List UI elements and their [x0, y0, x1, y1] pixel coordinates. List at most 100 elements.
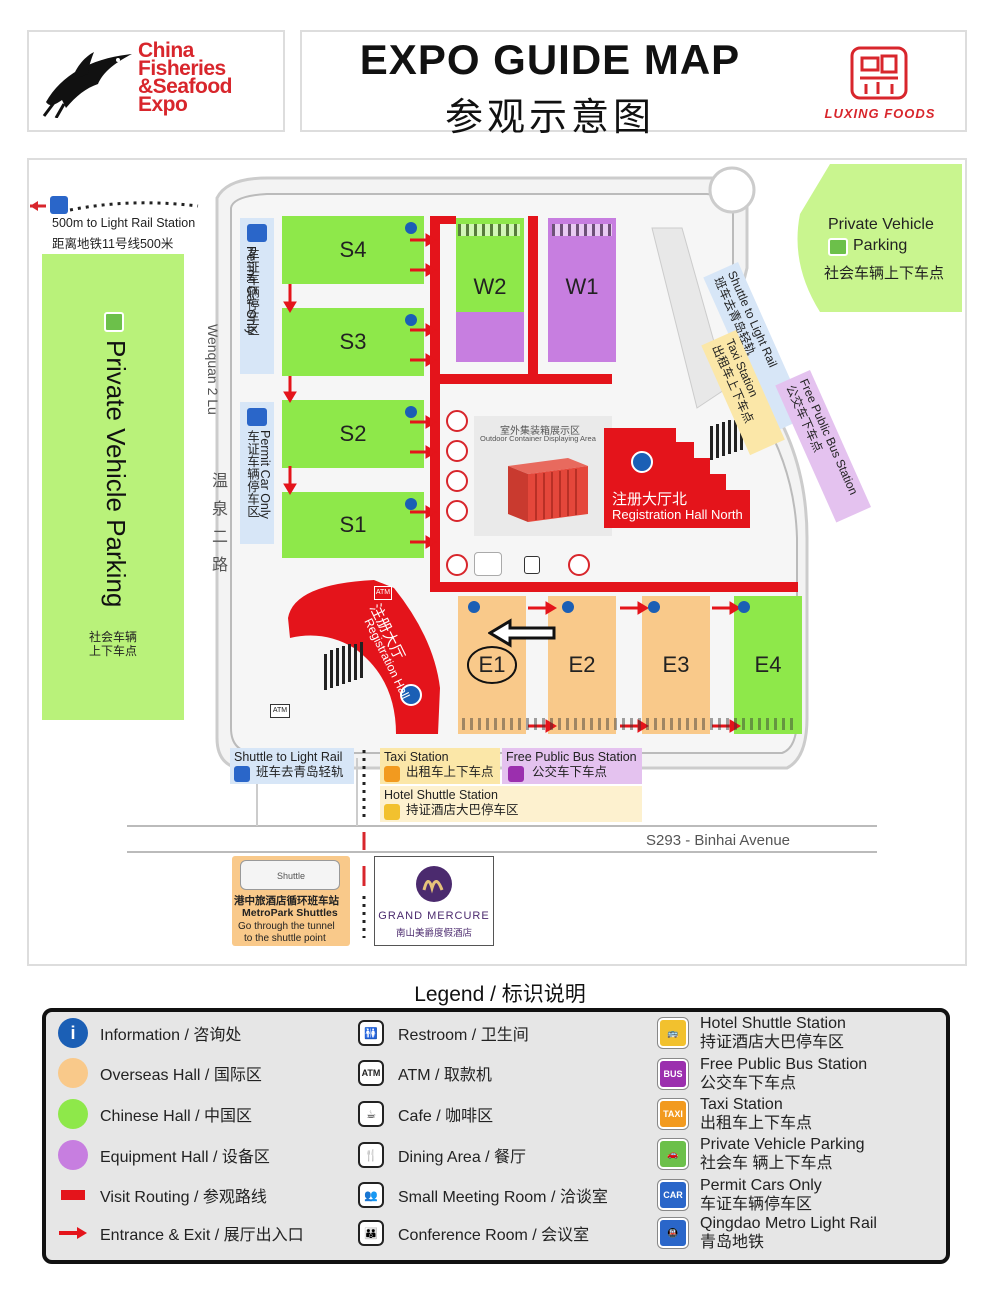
right-parking-en-1: Private Vehicle [828, 216, 934, 233]
permit-2-en: Permit Car Only [258, 430, 272, 519]
permit-car-icon [247, 224, 267, 242]
hall-e1[interactable]: E1 [458, 596, 526, 734]
bottom-bus-en: Free Public Bus Station [506, 750, 637, 764]
taxi-icon: TAXI [658, 1099, 688, 1129]
info-icon-e4[interactable] [738, 601, 750, 613]
dining-small-icon[interactable] [524, 556, 540, 574]
meeting-room-icon[interactable] [446, 440, 468, 462]
hall-w1[interactable]: W1 [548, 218, 616, 362]
hotel-shuttle-icon: 🚌 [658, 1018, 688, 1048]
entrance-arrow-icon [58, 1218, 88, 1248]
metropark-note-2: to the shuttle point [244, 933, 326, 944]
legend-cafe-label: Cafe / 咖啡区 [398, 1108, 494, 1125]
info-icon-s3[interactable] [405, 314, 417, 326]
hall-s1[interactable]: S1 [282, 492, 424, 558]
permit-car-icon: CAR [658, 1180, 688, 1210]
shipping-container-icon [508, 458, 588, 522]
legend-cafe: ☕ Cafe / 咖啡区 [356, 1099, 493, 1129]
dining-icon-2[interactable] [446, 554, 468, 576]
legend-hotel-shuttle-en: Hotel Shuttle Station [700, 1015, 846, 1032]
e1-pointer-arrow-icon [488, 618, 556, 648]
legend-taxi-cn: 出租车上下车点 [700, 1115, 813, 1132]
cafe-icon[interactable] [446, 470, 468, 492]
chinese-hall-swatch [58, 1099, 88, 1129]
hall-e2[interactable]: E2 [548, 596, 616, 734]
reg-north-cn: 注册大厅北 [612, 491, 688, 508]
restaurant-sign-icon[interactable] [474, 552, 502, 576]
bottom-shuttle-en: Shuttle to Light Rail [234, 750, 343, 764]
hall-e3[interactable]: E3 [642, 596, 710, 734]
meeting-room-icon: 👥 [356, 1180, 386, 1210]
cafe-icon: ☕ [356, 1099, 386, 1129]
hotel-shuttle-label[interactable]: Hotel Shuttle Station 持证酒店大巴停车区 [380, 786, 642, 822]
route-swatch [58, 1180, 88, 1210]
permit-zone-1 [240, 218, 274, 374]
legend-bus-cn: 公交车下车点 [700, 1075, 797, 1092]
reg-hall-info-icon[interactable] [400, 684, 422, 706]
equipment-hall-swatch [58, 1140, 88, 1170]
route-south-horizontal [430, 582, 798, 592]
logo-line-2: Fisheries [138, 57, 226, 80]
atm-icon-standalone[interactable]: ATM [270, 704, 290, 718]
road-west-en: Wenquan 2 Lu [205, 324, 221, 415]
dining-icon-3[interactable] [568, 554, 590, 576]
hotel-name-en: GRAND MERCURE [378, 910, 490, 922]
info-icon: i [58, 1018, 88, 1048]
fish-logo-icon [42, 52, 132, 118]
container-area-en: Outdoor Container Displaying Area [480, 434, 596, 443]
hall-s4[interactable]: S4 [282, 216, 424, 284]
legend-permit-cars-cn: 车证车辆停车区 [700, 1196, 813, 1213]
bus-graphic-text: Shuttle [277, 871, 306, 881]
hall-w2-equipment [456, 312, 524, 362]
restroom-icon-strip-e [462, 718, 796, 730]
permit-2-cn: 车证车辆停车区 [245, 430, 259, 518]
metropark-note-1: Go through the tunnel [238, 921, 335, 932]
overseas-hall-swatch [58, 1058, 88, 1088]
info-icon-s1[interactable] [405, 498, 417, 510]
route-w-top [440, 216, 456, 224]
legend-dining-label: Dining Area / 餐厅 [398, 1149, 527, 1166]
road-south-label: S293 - Binhai Avenue [646, 832, 791, 849]
legend-equipment-hall: Equipment Hall / 设备区 [58, 1140, 270, 1170]
hotel-name-cn: 南山美爵度假酒店 [395, 928, 472, 939]
route-mid-horizontal [430, 374, 612, 384]
bottom-shuttle-label[interactable]: Shuttle to Light Rail 班车去青岛轻轨 [230, 748, 354, 784]
info-icon-s2[interactable] [405, 406, 417, 418]
info-icon-e1[interactable] [468, 601, 480, 613]
hall-s3[interactable]: S3 [282, 308, 424, 376]
bottom-bus-label[interactable]: Free Public Bus Station 公交车下车点 [502, 748, 642, 784]
queue-crowd-icon [324, 642, 363, 690]
legend-dining: 🍴 Dining Area / 餐厅 [356, 1140, 526, 1170]
bottom-taxi-label[interactable]: Taxi Station 出租车上下车点 [380, 748, 500, 784]
metro-icon [234, 766, 250, 782]
permit-1-cn-visible: 车证车辆停车区 [245, 248, 259, 336]
page-title-en: EXPO GUIDE MAP [359, 36, 741, 83]
atm-icon-map[interactable]: ATM [374, 586, 392, 600]
legend-metro-en: Qingdao Metro Light Rail [700, 1215, 877, 1232]
hall-s2[interactable]: S2 [282, 400, 424, 468]
logo-text: China Fisheries &Seafood Expo [138, 40, 278, 115]
info-icon-e2[interactable] [562, 601, 574, 613]
conference-room-icon[interactable] [446, 500, 468, 522]
taxi-icon [384, 766, 400, 782]
permit-car-icon-2 [247, 408, 267, 426]
sponsor-name: LUXING FOODS [824, 106, 936, 121]
bottom-taxi-cn: 出租车上下车点 [406, 765, 494, 779]
atm-map-label: ATM [375, 589, 391, 596]
walk-path-dots [362, 750, 366, 938]
hall-e2-label: E2 [568, 652, 596, 677]
dining-icon-1[interactable] [446, 410, 468, 432]
hall-e4[interactable]: E4 [734, 596, 802, 734]
info-icon-e3[interactable] [648, 601, 660, 613]
reg-north-info-icon[interactable] [631, 451, 653, 473]
info-icon[interactable] [405, 222, 417, 234]
hall-w2-label: W2 [473, 274, 507, 299]
right-parking-en-2: Parking [853, 237, 908, 254]
bus-icon [508, 766, 524, 782]
atm-standalone-label: ATM [272, 707, 288, 714]
metro-icon: 🚇 [658, 1218, 688, 1248]
legend-conference: 👪 Conference Room / 会议室 [356, 1218, 589, 1248]
bottom-shuttle-cn: 班车去青岛轻轨 [256, 765, 344, 779]
